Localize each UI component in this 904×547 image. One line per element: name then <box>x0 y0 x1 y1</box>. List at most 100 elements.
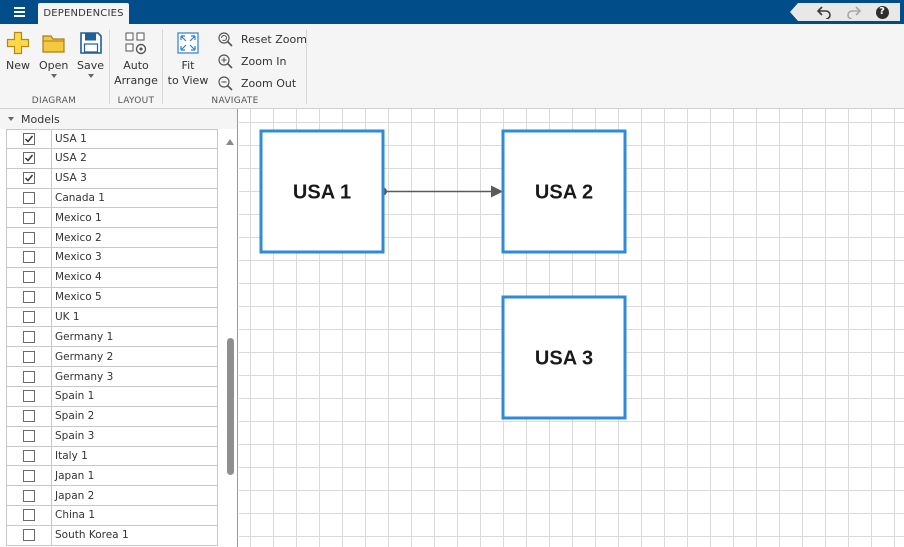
model-checkbox[interactable] <box>23 271 35 284</box>
model-checkbox[interactable] <box>23 211 35 224</box>
checkbox-cell <box>7 287 52 307</box>
list-item[interactable]: China 1 <box>7 506 217 526</box>
list-item[interactable]: Mexico 4 <box>7 267 217 288</box>
list-item[interactable]: Mexico 1 <box>7 208 217 229</box>
list-item[interactable]: Italy 1 <box>7 446 217 467</box>
zoom-out-button[interactable]: Zoom Out <box>217 73 296 93</box>
list-item[interactable]: Mexico 2 <box>7 228 217 249</box>
scroll-up-icon[interactable] <box>226 139 234 145</box>
model-checkbox[interactable] <box>23 430 35 443</box>
model-node-usa1[interactable] <box>259 129 385 254</box>
fit-to-view-icon <box>177 32 199 54</box>
list-item[interactable]: USA 2 <box>7 148 217 169</box>
checkbox-cell <box>7 228 52 248</box>
list-item[interactable]: Spain 2 <box>7 406 217 427</box>
tab-dependencies[interactable]: DEPENDENCIES <box>38 3 129 24</box>
floppy-disk-icon <box>79 32 102 54</box>
model-checkbox[interactable] <box>23 449 35 462</box>
list-item[interactable]: USA 1 <box>7 129 217 149</box>
model-checkbox[interactable] <box>23 469 35 482</box>
checkbox-cell <box>7 130 52 148</box>
reset-zoom-button[interactable]: Reset Zoom <box>217 29 307 49</box>
model-checkbox[interactable] <box>23 489 35 502</box>
model-node-usa3[interactable] <box>501 295 627 420</box>
list-item[interactable]: Germany 1 <box>7 327 217 348</box>
list-item[interactable]: Mexico 5 <box>7 287 217 308</box>
zoom-in-button[interactable]: Zoom In <box>217 51 286 71</box>
scrollbar[interactable] <box>224 131 236 545</box>
model-checkbox[interactable] <box>23 529 35 542</box>
model-node-usa2[interactable] <box>501 129 627 254</box>
collapse-icon[interactable] <box>8 117 14 121</box>
chevron-down-icon <box>87 74 94 78</box>
list-item[interactable]: Germany 2 <box>7 347 217 368</box>
list-item[interactable]: Spain 3 <box>7 426 217 447</box>
model-checkbox[interactable] <box>23 172 35 185</box>
model-checkbox[interactable] <box>23 132 35 145</box>
redo-icon[interactable] <box>845 4 861 20</box>
model-name: Spain 2 <box>55 410 95 423</box>
models-panel-header[interactable]: Models <box>0 109 237 129</box>
checkbox-cell <box>7 208 52 228</box>
diagram-section: New Open Save DIAGRAM <box>0 24 108 108</box>
checkbox-cell <box>7 426 52 446</box>
scrollbar-thumb[interactable] <box>227 338 234 475</box>
model-node-label: USA 1 <box>293 182 351 204</box>
checkbox-cell <box>7 367 52 386</box>
model-checkbox[interactable] <box>23 231 35 244</box>
list-item[interactable]: South Korea 1 <box>7 525 217 546</box>
list-item[interactable]: USA 3 <box>7 168 217 189</box>
open-button[interactable]: Open <box>39 30 68 78</box>
model-name: Mexico 2 <box>55 231 102 244</box>
checkbox-cell <box>7 486 52 506</box>
model-name: Spain 3 <box>55 430 95 443</box>
diagram-section-label: DIAGRAM <box>31 96 77 106</box>
model-checkbox[interactable] <box>23 410 35 423</box>
list-item[interactable]: Japan 2 <box>7 486 217 507</box>
new-button[interactable]: New <box>5 30 31 73</box>
list-item[interactable]: Japan 1 <box>7 466 217 487</box>
model-name: Italy 1 <box>55 449 88 462</box>
checkbox-cell <box>7 307 52 327</box>
checkbox-cell <box>7 168 52 188</box>
save-button[interactable]: Save <box>77 30 104 78</box>
model-checkbox[interactable] <box>23 390 35 403</box>
list-item[interactable]: Canada 1 <box>7 188 217 209</box>
model-checkbox[interactable] <box>23 191 35 204</box>
list-item[interactable]: Mexico 3 <box>7 248 217 268</box>
list-item[interactable]: Spain 1 <box>7 386 217 407</box>
model-checkbox[interactable] <box>23 311 35 324</box>
model-checkbox[interactable] <box>23 509 35 522</box>
model-checkbox[interactable] <box>23 251 35 264</box>
model-name: Germany 3 <box>55 370 114 383</box>
menu-icon[interactable] <box>6 2 32 22</box>
model-name: USA 2 <box>55 152 87 165</box>
models-title: Models <box>21 112 60 126</box>
model-name: Mexico 4 <box>55 271 102 284</box>
help-icon[interactable]: ? <box>874 4 890 20</box>
checkbox-cell <box>7 347 52 367</box>
model-checkbox[interactable] <box>23 370 35 383</box>
model-checkbox[interactable] <box>23 350 35 363</box>
model-checkbox[interactable] <box>23 291 35 304</box>
model-checkbox[interactable] <box>23 152 35 165</box>
checkbox-cell <box>7 406 52 426</box>
new-label: New <box>6 59 30 72</box>
list-item[interactable]: UK 1 <box>7 307 217 328</box>
model-name: USA 3 <box>55 172 87 185</box>
reset-zoom-icon <box>218 31 233 47</box>
list-item[interactable]: Germany 3 <box>7 367 217 387</box>
model-checkbox[interactable] <box>23 330 35 343</box>
model-node-label: USA 2 <box>535 182 593 204</box>
undo-icon[interactable] <box>816 4 832 20</box>
model-name: Germany 2 <box>55 350 114 363</box>
model-name: Mexico 5 <box>55 291 102 304</box>
auto-arrange-label-line1: Auto <box>123 59 149 72</box>
